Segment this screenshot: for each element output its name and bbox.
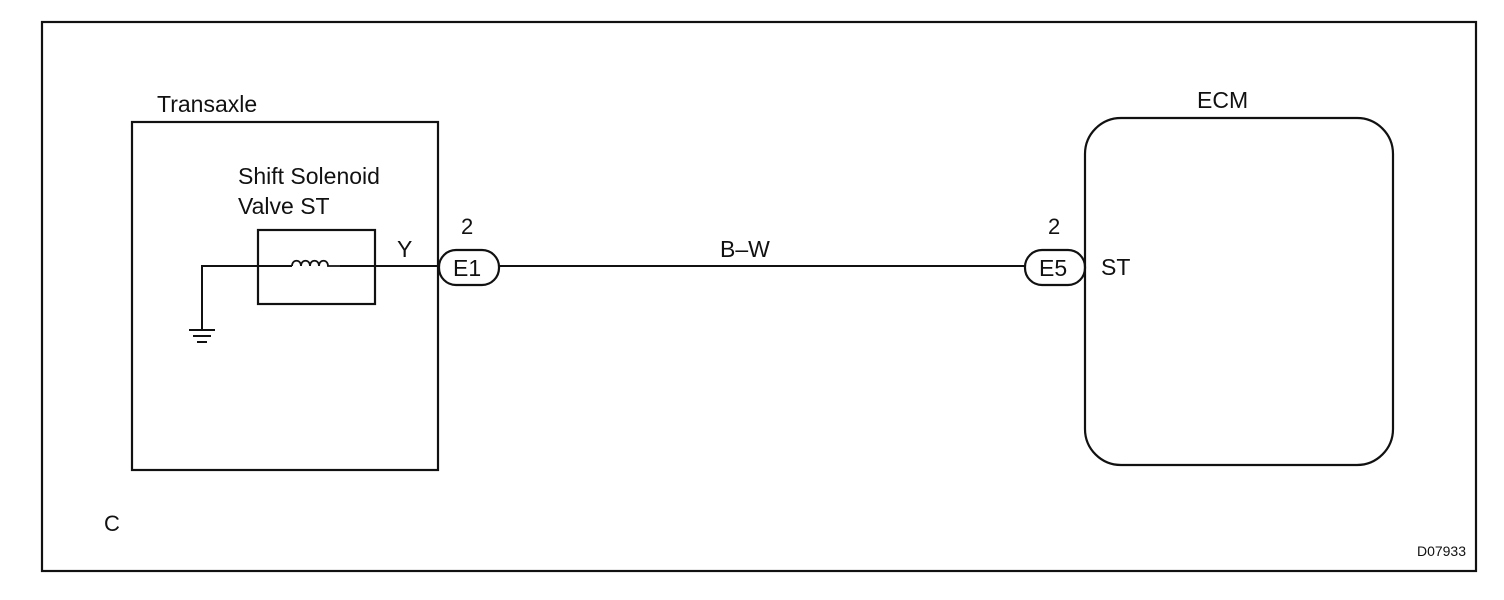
wire-y-label: Y [397, 236, 412, 262]
connector-e1-pin: 2 [461, 214, 473, 239]
solenoid-label-line2: Valve ST [238, 193, 330, 219]
ecm-label: ECM [1197, 87, 1248, 113]
coil-icon [291, 259, 340, 267]
ecm-box [1083, 116, 1395, 467]
ground-wire [201, 265, 292, 330]
transaxle-box [130, 120, 440, 472]
ground-icon [189, 329, 215, 343]
connector-e1 [437, 248, 501, 287]
connector-e5-label: E5 [1039, 255, 1067, 281]
ecm-terminal-label: ST [1101, 254, 1130, 280]
section-letter: C [104, 511, 120, 536]
connector-e5-pin: 2 [1048, 214, 1060, 239]
figure-code: D07933 [1417, 543, 1466, 559]
wire-bw-label: B–W [720, 236, 770, 262]
transaxle-label: Transaxle [157, 91, 257, 117]
outer-frame [40, 20, 1478, 573]
solenoid-label-line1: Shift Solenoid [238, 163, 380, 189]
connector-e1-label: E1 [453, 255, 481, 281]
